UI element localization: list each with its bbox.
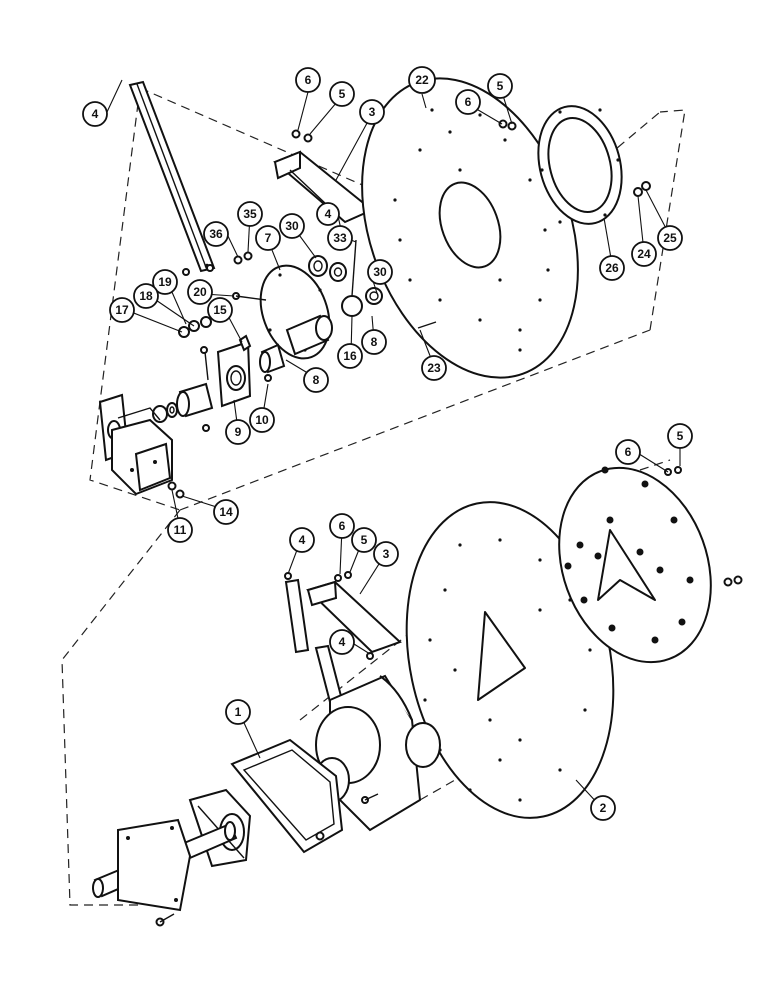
callout-1: 1 [225, 699, 251, 725]
callout-14: 14 [213, 499, 239, 525]
retaining-ring [537, 105, 623, 225]
svg-text:8: 8 [313, 373, 320, 387]
svg-text:4: 4 [299, 533, 306, 547]
callout-9: 9 [225, 419, 251, 445]
triangular-cover-plate [558, 466, 712, 664]
leader-lines [106, 79, 681, 807]
callout-4-mid: 4 [316, 202, 340, 226]
svg-text:5: 5 [677, 429, 684, 443]
svg-text:3: 3 [369, 105, 376, 119]
callout-5-bottom: 5 [351, 527, 377, 553]
pin-bolt [200, 346, 209, 381]
callout-5-bottom-right: 5 [667, 423, 693, 449]
svg-text:9: 9 [235, 425, 242, 439]
svg-text:11: 11 [174, 523, 187, 537]
svg-text:7: 7 [265, 231, 272, 245]
callout-18: 18 [133, 283, 159, 309]
svg-text:2: 2 [600, 801, 607, 815]
callout-16: 16 [337, 343, 363, 369]
callout-6-bottom: 6 [329, 513, 355, 539]
mounting-plate [216, 334, 252, 408]
callout-11: 11 [167, 517, 193, 543]
svg-text:8: 8 [371, 335, 378, 349]
nuts-17-18-19 [178, 264, 214, 338]
callout-35: 35 [237, 201, 263, 227]
svg-text:3: 3 [383, 547, 390, 561]
svg-text:35: 35 [243, 207, 257, 221]
drum-body [314, 674, 441, 832]
svg-text:20: 20 [193, 285, 207, 299]
callout-19: 19 [152, 269, 178, 295]
svg-text:19: 19 [158, 275, 172, 289]
drum-bolt [361, 793, 379, 804]
callout-8-left: 8 [303, 367, 329, 393]
svg-text:33: 33 [333, 231, 347, 245]
callout-23: 23 [421, 355, 447, 381]
svg-text:6: 6 [339, 519, 346, 533]
svg-text:10: 10 [255, 413, 269, 427]
svg-text:18: 18 [139, 289, 153, 303]
callout-5-top-left: 5 [329, 81, 355, 107]
callout-4-bottom-lower: 4 [329, 629, 355, 655]
svg-text:6: 6 [625, 445, 632, 459]
bearing-set [308, 239, 383, 317]
hardware-11-14 [167, 481, 185, 499]
support-arm-top [128, 80, 216, 273]
callout-20: 20 [187, 279, 213, 305]
callout-3-top: 3 [359, 99, 385, 125]
svg-text:23: 23 [427, 361, 441, 375]
bushings [259, 343, 286, 374]
svg-text:24: 24 [637, 247, 651, 261]
svg-text:4: 4 [325, 207, 332, 221]
svg-text:22: 22 [415, 73, 429, 87]
svg-text:15: 15 [213, 303, 227, 317]
svg-text:25: 25 [663, 231, 677, 245]
callout-5-top-right: 5 [487, 73, 513, 99]
callout-30-upper: 30 [279, 213, 305, 239]
svg-text:1: 1 [235, 705, 242, 719]
svg-text:4: 4 [339, 635, 346, 649]
callout-8-right: 8 [361, 329, 387, 355]
svg-text:36: 36 [209, 227, 223, 241]
callout-25: 25 [657, 225, 683, 251]
callout-22: 22 [408, 66, 436, 94]
bracket-bottom [284, 571, 402, 704]
callout-10: 10 [249, 407, 275, 433]
callout-4-bottom: 4 [289, 527, 315, 553]
svg-text:6: 6 [305, 73, 312, 87]
callout-3-bottom: 3 [373, 541, 399, 567]
svg-text:14: 14 [219, 505, 233, 519]
callout-30-lower: 30 [367, 259, 393, 285]
svg-text:26: 26 [605, 261, 619, 275]
svg-text:5: 5 [497, 79, 504, 93]
callout-2: 2 [590, 795, 616, 821]
svg-text:4: 4 [92, 107, 99, 121]
callout-26: 26 [599, 255, 625, 281]
callout-4-top: 4 [82, 101, 108, 127]
svg-text:30: 30 [285, 219, 299, 233]
shaft-end-plate [117, 818, 192, 927]
spacer-sleeves [152, 382, 214, 432]
callout-17: 17 [109, 297, 135, 323]
callout-24: 24 [631, 241, 657, 267]
svg-text:30: 30 [373, 265, 387, 279]
hardware-24-25 [291, 119, 651, 197]
hub-sleeve [285, 314, 333, 356]
callout-6-top-right: 6 [455, 89, 481, 115]
svg-text:16: 16 [343, 349, 357, 363]
svg-text:5: 5 [361, 533, 368, 547]
callout-33: 33 [327, 225, 353, 251]
callout-6-bottom-right: 6 [615, 439, 641, 465]
callout-36: 36 [203, 221, 229, 247]
callout-7: 7 [255, 225, 281, 251]
hardware-right-bottom [664, 466, 743, 587]
svg-text:6: 6 [465, 95, 472, 109]
callout-6-top-left: 6 [295, 67, 321, 93]
svg-text:5: 5 [339, 87, 346, 101]
drum-cone [230, 738, 344, 854]
callout-15: 15 [207, 297, 233, 323]
gearbox-bracket [98, 393, 173, 496]
svg-text:17: 17 [115, 303, 129, 317]
